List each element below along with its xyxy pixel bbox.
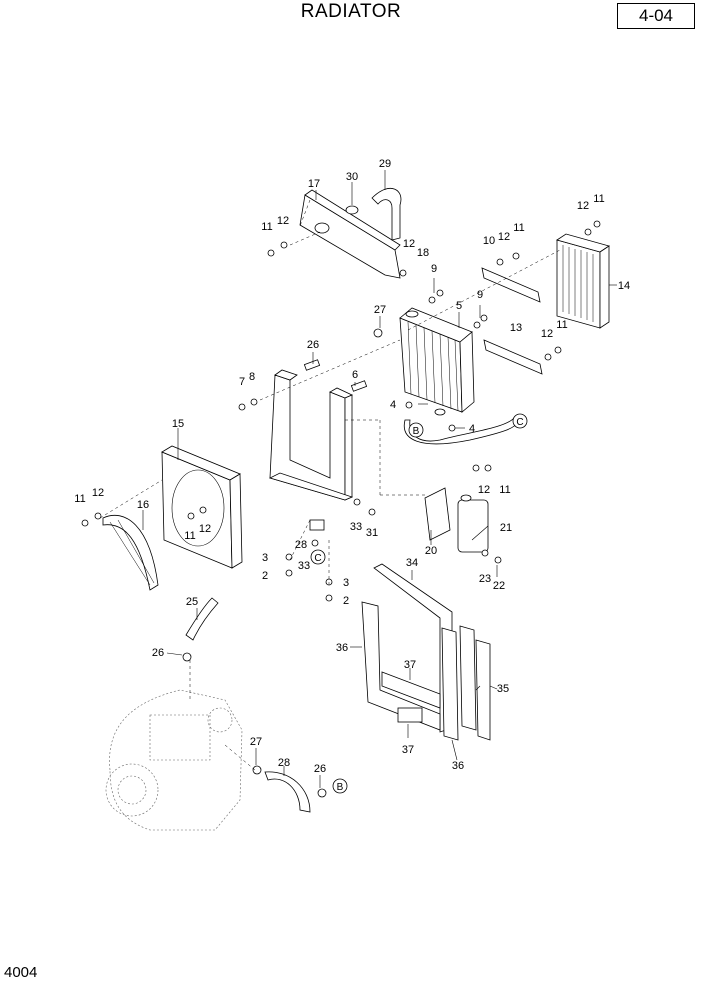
bolts-and-washers bbox=[81, 220, 601, 798]
part-label: 26 bbox=[314, 763, 326, 775]
part-label: 12 bbox=[403, 238, 415, 250]
callout-b-top: B bbox=[408, 422, 424, 438]
part-label: 36 bbox=[336, 642, 348, 654]
callout-b-label: B bbox=[337, 782, 344, 793]
part-label: 18 bbox=[417, 247, 429, 259]
seal-set-part bbox=[361, 563, 491, 741]
part-label: 28 bbox=[295, 539, 307, 551]
part-label: 26 bbox=[152, 647, 164, 659]
part-label: 12 bbox=[478, 484, 490, 496]
part-label: 12 bbox=[541, 328, 553, 340]
callout-b-bottom: B bbox=[332, 778, 348, 794]
part-label: 34 bbox=[406, 557, 418, 569]
part-label: 3 bbox=[343, 577, 349, 589]
lower-bracket-part bbox=[483, 339, 543, 375]
part-label: 11 bbox=[261, 221, 272, 233]
part-label: 23 bbox=[479, 573, 491, 585]
page-title: RADIATOR bbox=[300, 1, 402, 22]
part-label: 12 bbox=[92, 487, 104, 499]
part-label: 11 bbox=[74, 493, 85, 505]
part-label: 2 bbox=[343, 595, 349, 607]
part-label: 37 bbox=[404, 659, 416, 671]
part-label: 28 bbox=[278, 757, 290, 769]
part-label: 8 bbox=[249, 371, 255, 383]
part-label: 9 bbox=[431, 263, 437, 275]
part-label: 17 bbox=[308, 178, 320, 190]
part-number-labels: 29 30 17 12 11 12 18 9 9 5 10 12 11 12 1… bbox=[74, 158, 630, 775]
part-label: 33 bbox=[298, 560, 310, 572]
callout-c-label: C bbox=[314, 553, 321, 564]
callout-c-bottom: C bbox=[310, 549, 326, 565]
part-label: 13 bbox=[510, 322, 522, 334]
engine-outline bbox=[105, 689, 243, 831]
part-label: 35 bbox=[497, 683, 509, 695]
radiator-frame-part bbox=[268, 369, 354, 501]
part-label: 25 bbox=[186, 596, 198, 608]
part-label: 29 bbox=[379, 158, 391, 170]
part-label: 11 bbox=[593, 193, 604, 205]
part-label: 12 bbox=[277, 215, 289, 227]
figure-code: 4004 bbox=[4, 964, 38, 981]
upper-hose-part bbox=[371, 187, 402, 241]
part-label: 27 bbox=[374, 304, 386, 316]
part-label: 15 bbox=[172, 418, 184, 430]
tank-bracket-part bbox=[424, 487, 451, 541]
part-label: 11 bbox=[499, 484, 510, 496]
callout-c-label: C bbox=[516, 417, 523, 428]
upper-shroud-part bbox=[299, 189, 401, 279]
fan-shroud-part bbox=[161, 445, 243, 569]
part-label: 11 bbox=[556, 319, 567, 331]
part-label: 22 bbox=[493, 580, 505, 592]
hose-24-part bbox=[185, 597, 219, 641]
part-label: 10 bbox=[483, 235, 495, 247]
leader-lines bbox=[142, 170, 617, 788]
part-label: 37 bbox=[402, 744, 414, 756]
part-label: 11 bbox=[184, 530, 195, 542]
part-label: 11 bbox=[513, 222, 524, 234]
reserve-tank-part bbox=[457, 494, 489, 553]
part-label: 12 bbox=[498, 231, 510, 243]
part-label: 4 bbox=[390, 399, 396, 411]
part-label: 21 bbox=[500, 522, 512, 534]
part-label: 36 bbox=[452, 760, 464, 772]
part-label: 30 bbox=[346, 171, 358, 183]
part-label: 7 bbox=[239, 376, 245, 388]
hose-27-part bbox=[264, 771, 311, 813]
part-label: 26 bbox=[307, 339, 319, 351]
part-label: 9 bbox=[477, 289, 483, 301]
part-label: 12 bbox=[199, 523, 211, 535]
assembly-lines bbox=[99, 231, 561, 771]
hose-clamp-part bbox=[345, 205, 359, 215]
part-label: 33 bbox=[350, 521, 362, 533]
radiator-core-part bbox=[399, 307, 475, 416]
upper-bracket-part bbox=[481, 267, 541, 303]
part-label: 5 bbox=[456, 300, 462, 312]
oil-cooler-part bbox=[556, 233, 610, 329]
part-label: 3 bbox=[262, 552, 268, 564]
part-label: 27 bbox=[250, 736, 262, 748]
callout-c-top: C bbox=[512, 413, 528, 429]
part-label: 6 bbox=[352, 369, 358, 381]
part-label: 14 bbox=[618, 280, 630, 292]
part-label: 12 bbox=[577, 200, 589, 212]
part-label: 2 bbox=[262, 570, 268, 582]
part-label: 31 bbox=[366, 527, 378, 539]
callout-b-label: B bbox=[413, 426, 420, 437]
fan-guard-part bbox=[102, 514, 159, 591]
part-label: 20 bbox=[425, 545, 437, 557]
part-label: 16 bbox=[137, 499, 149, 511]
page-reference-box: 4-04 bbox=[617, 3, 695, 29]
part-label: 4 bbox=[469, 423, 475, 435]
